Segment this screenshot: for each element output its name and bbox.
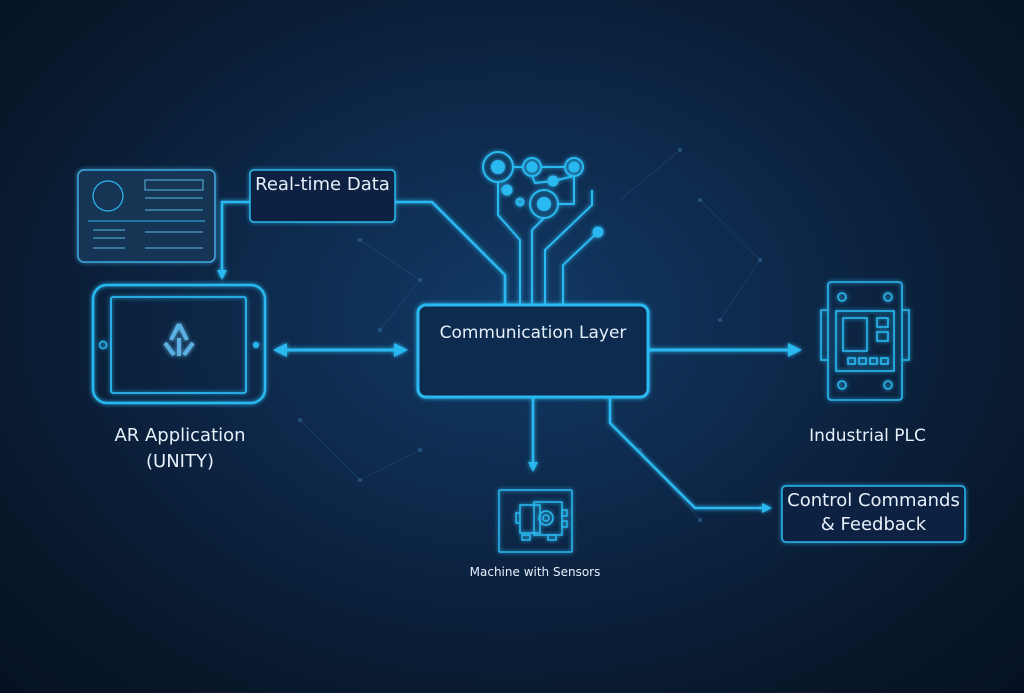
realtime-data-box xyxy=(249,169,396,223)
communication-layer-box xyxy=(416,303,650,399)
control-commands-box xyxy=(781,485,966,543)
realtime-data-label: Real-time Data xyxy=(255,174,390,195)
tablet-icon xyxy=(91,283,267,405)
background-network xyxy=(297,147,763,523)
dashboard-panel-icon xyxy=(77,169,216,263)
machine-label: Machine with Sensors xyxy=(469,565,601,579)
ar-application-sublabel: (UNITY) xyxy=(146,451,214,472)
ar-application-label: AR Application xyxy=(114,425,246,446)
plc-icon xyxy=(820,281,910,401)
industrial-plc-label: Industrial PLC xyxy=(809,426,926,446)
feedback-label: & Feedback xyxy=(820,514,927,535)
machine-icon xyxy=(498,489,573,553)
control-commands-label: Control Commands xyxy=(787,490,960,511)
unity-logo-icon xyxy=(163,323,195,357)
communication-layer-label: Communication Layer xyxy=(439,323,627,343)
network-nodes-icon xyxy=(482,151,604,305)
